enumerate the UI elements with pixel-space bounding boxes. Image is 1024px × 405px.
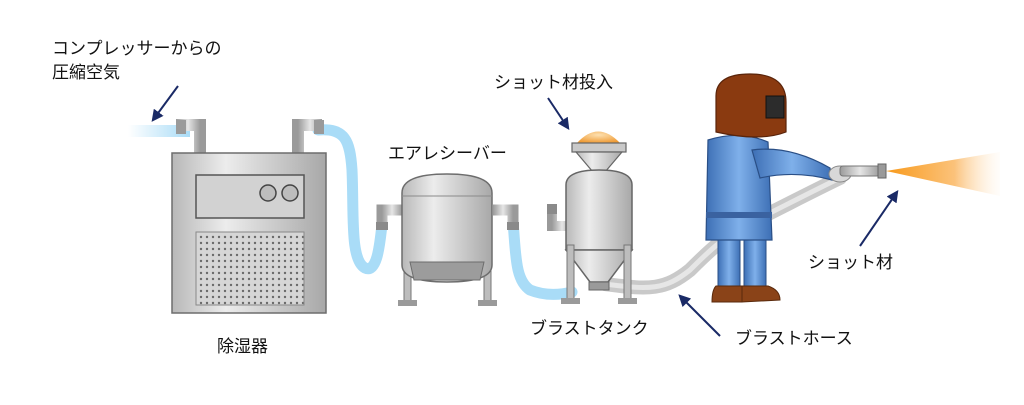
label-shot-input: ショット材投入	[494, 73, 613, 93]
shot-spray	[886, 152, 1000, 196]
vent-grille	[195, 231, 305, 306]
air-pipe-receiver-to-tank	[507, 216, 578, 300]
air-pipe-dehumidifier-to-receiver	[312, 124, 388, 274]
blast-nozzle	[839, 165, 881, 177]
arrow-compressed-air	[151, 85, 179, 122]
label-dehumidifier: 除湿器	[217, 337, 268, 357]
dial-knob	[259, 184, 277, 202]
label-blast-tank: ブラストタンク	[530, 319, 649, 339]
air-receiver	[376, 173, 519, 306]
arrow-shot-input	[547, 97, 570, 130]
dehumidifier	[171, 119, 327, 314]
air-inlet-pipe	[128, 125, 190, 137]
blasting-worker	[705, 73, 887, 303]
dial-knob	[281, 184, 299, 202]
blast-tank	[547, 131, 637, 304]
arrow-blast-hose	[678, 294, 721, 337]
label-blast-hose: ブラストホース	[735, 329, 853, 349]
label-compressed-air-line1: コンプレッサーからの	[52, 39, 222, 59]
arrow-shot-material	[859, 190, 899, 247]
shot-pile	[577, 131, 620, 143]
label-shot-material: ショット材	[808, 253, 893, 273]
label-air-receiver: エアレシーバー	[388, 144, 507, 164]
label-compressed-air-line2: 圧縮空気	[52, 63, 120, 83]
hood-visor	[765, 95, 785, 119]
